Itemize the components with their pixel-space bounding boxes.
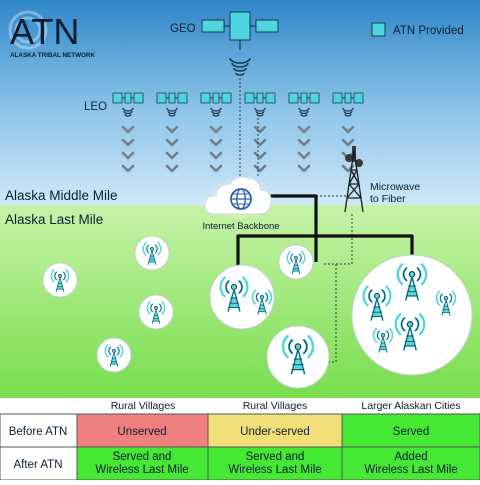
middle-mile-label: Alaska Middle Mile	[5, 188, 118, 203]
village-medium	[209, 264, 275, 330]
internet-backbone: Internet Backbone	[202, 176, 280, 232]
leo-satellite	[200, 92, 232, 104]
microwave-tower	[344, 146, 364, 213]
globe-icon	[230, 188, 252, 210]
legend-label: ATN Provided	[393, 25, 464, 37]
column-header: Rural Villages	[111, 400, 176, 412]
geo-label: GEO	[170, 23, 196, 35]
logo-subtitle: ALASKA TRIBAL NETWORK	[10, 52, 95, 59]
leo-satellite	[156, 92, 188, 104]
village-small	[134, 235, 170, 271]
geo-satellite: GEO	[170, 11, 279, 76]
cell-text: Served	[393, 426, 429, 438]
logo-text: ATN	[10, 11, 79, 52]
village-medium	[278, 244, 314, 280]
leo-satellite	[112, 92, 144, 104]
comparison-table: Rural Villages Rural Villages Larger Ala…	[0, 398, 480, 481]
microwave-label-line1: Microwave	[370, 181, 420, 193]
column-header: Larger Alaskan Cities	[361, 400, 460, 412]
legend-swatch	[371, 22, 386, 37]
cell-served	[341, 413, 480, 448]
row-label: After ATN	[14, 459, 63, 471]
microwave-label-line2: to Fiber	[370, 193, 406, 205]
fiber-network	[236, 194, 414, 272]
leo-satellite	[244, 92, 276, 104]
backbone-label: Internet Backbone	[202, 221, 279, 232]
village-small	[42, 262, 78, 298]
row-label: Before ATN	[9, 426, 68, 438]
village-small	[138, 294, 174, 330]
village-small	[96, 337, 132, 373]
cell-underserved	[207, 413, 343, 448]
village-medium	[266, 325, 330, 389]
leo-label: LEO	[84, 101, 107, 113]
legend: ATN Provided	[371, 22, 464, 37]
cell-text: Under-served	[240, 426, 310, 438]
villages	[42, 235, 473, 389]
cell-text: Unserved	[117, 426, 166, 438]
village-city	[351, 254, 473, 376]
microwave-village-links	[324, 214, 353, 363]
cell-unserved	[76, 413, 209, 448]
leo-satellite	[288, 92, 320, 104]
atn-logo: ATN ALASKA TRIBAL NETWORK	[8, 10, 95, 59]
column-header: Rural Villages	[243, 400, 308, 412]
last-mile-label: Alaska Last Mile	[5, 212, 103, 227]
leo-satellite	[332, 92, 364, 104]
